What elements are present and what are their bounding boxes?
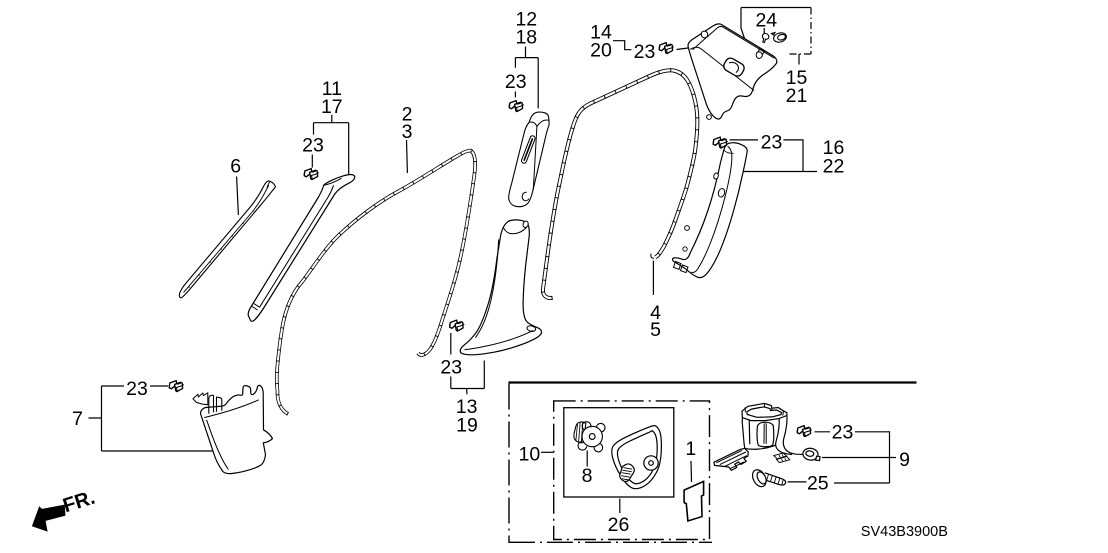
svg-text:23: 23 bbox=[761, 132, 783, 154]
svg-text:16: 16 bbox=[823, 137, 845, 159]
svg-text:14: 14 bbox=[590, 21, 612, 43]
svg-text:9: 9 bbox=[899, 449, 910, 471]
svg-text:1: 1 bbox=[685, 438, 696, 460]
svg-text:23: 23 bbox=[440, 357, 462, 379]
svg-text:19: 19 bbox=[456, 414, 478, 436]
svg-text:SV43B3900B: SV43B3900B bbox=[861, 524, 948, 540]
svg-text:10: 10 bbox=[519, 443, 541, 465]
svg-text:23: 23 bbox=[634, 41, 656, 63]
svg-text:23: 23 bbox=[126, 378, 148, 400]
svg-text:13: 13 bbox=[456, 396, 478, 418]
svg-text:15: 15 bbox=[786, 67, 808, 89]
svg-text:6: 6 bbox=[230, 156, 241, 178]
svg-text:26: 26 bbox=[608, 514, 630, 536]
svg-text:23: 23 bbox=[832, 422, 854, 444]
svg-text:FR.: FR. bbox=[60, 487, 97, 518]
svg-text:8: 8 bbox=[582, 465, 593, 487]
svg-text:2: 2 bbox=[402, 104, 413, 126]
svg-text:3: 3 bbox=[402, 121, 413, 143]
svg-text:12: 12 bbox=[515, 9, 537, 31]
svg-text:7: 7 bbox=[72, 408, 83, 430]
svg-text:23: 23 bbox=[302, 135, 324, 157]
svg-text:4: 4 bbox=[650, 302, 661, 324]
svg-text:5: 5 bbox=[650, 319, 661, 341]
svg-text:21: 21 bbox=[786, 85, 808, 107]
svg-text:23: 23 bbox=[505, 71, 527, 93]
svg-text:17: 17 bbox=[321, 96, 343, 118]
svg-text:25: 25 bbox=[807, 472, 829, 494]
svg-text:22: 22 bbox=[823, 156, 845, 178]
svg-text:24: 24 bbox=[755, 9, 777, 31]
svg-text:11: 11 bbox=[322, 78, 342, 100]
svg-text:18: 18 bbox=[515, 26, 537, 48]
svg-text:20: 20 bbox=[590, 40, 612, 62]
